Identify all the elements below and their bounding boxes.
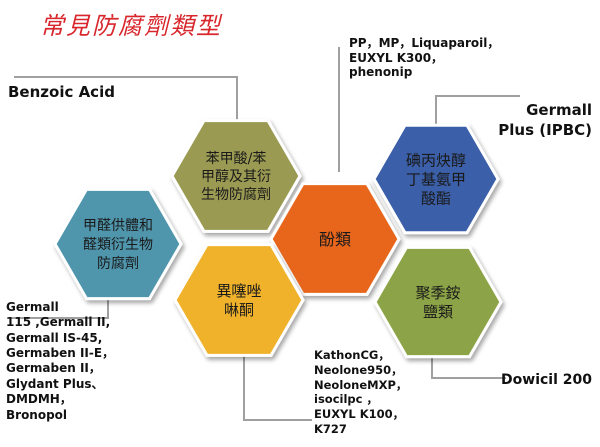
- hexagon-label: 苯甲酸/苯: [206, 150, 267, 167]
- label-line: Germaben II，: [6, 361, 101, 376]
- label-formaldehyde-examples: Germall 115 ,Germall II, Germall IS-45, …: [6, 300, 114, 423]
- label-dowicil: Dowicil 200: [501, 372, 592, 389]
- hexagon-label: 聚季銨: [415, 284, 460, 302]
- hexagon-shape: [269, 182, 401, 296]
- label-isothiazolinone-examples: KathonCG， Neolone950， NeoloneMXP， isocil…: [314, 348, 407, 437]
- hexagon-label: 丁基氨甲: [406, 170, 466, 188]
- hexagon-label: 異噻唑: [216, 282, 261, 300]
- connector-line: [10, 300, 109, 319]
- label-line: Benzoic Acid: [8, 83, 115, 101]
- hexagon-label: 酚類: [319, 230, 351, 249]
- hexagon-shape: [173, 243, 305, 357]
- label-line: 115 ,Germall II,: [6, 315, 111, 330]
- hexagon-shape: [170, 119, 302, 233]
- label-line: Germall: [6, 300, 59, 314]
- label-line: EUXYL K100，: [314, 407, 405, 422]
- connector-line: [435, 95, 520, 127]
- hexagon-label: 啉酮: [224, 301, 254, 319]
- label-line: NeoloneMXP，: [314, 377, 408, 392]
- label-line: Glydant Plus、: [6, 376, 104, 391]
- hexagon-phenol: 酚類: [269, 182, 401, 296]
- label-line: KathonCG，: [314, 348, 390, 362]
- hexagon-label: 生物防腐劑: [201, 186, 271, 203]
- label-germall-plus: Germall Plus (IPBC): [498, 101, 592, 140]
- label-phenol-examples: PP，MP，Liquaparoil， EUXYL K300， phenonip: [349, 36, 499, 80]
- hexagon-shape: [53, 187, 183, 301]
- hexagon-label: 酸酯: [421, 189, 451, 207]
- hexagon-label: 鹽類: [423, 303, 453, 321]
- hexagon-label: 碘丙炔醇: [406, 151, 466, 169]
- label-line: PP，MP，Liquaparoil，: [349, 36, 500, 50]
- label-line: EUXYL K300，: [349, 50, 444, 65]
- hexagon-shape: [373, 245, 503, 359]
- label-benzoic-acid: Benzoic Acid: [8, 83, 115, 101]
- label-line: K727: [314, 422, 347, 437]
- hexagon-shape: [372, 123, 500, 235]
- label-line: Dowicil 200: [501, 372, 592, 388]
- hexagon-label: 防腐劑: [97, 255, 139, 272]
- page-title: 常見防腐劑類型: [40, 12, 222, 40]
- label-line: Neolone950，: [314, 362, 403, 377]
- hexagon-label: 甲醇及其衍: [201, 168, 271, 185]
- hexagon-label: 醛類衍生物: [83, 237, 153, 253]
- label-line: Germaben II-E，: [6, 346, 115, 361]
- label-line: Germall IS-45,: [6, 330, 103, 345]
- label-line: isocilpc ，: [314, 392, 378, 407]
- hexagon-label: 甲醛供體和: [83, 218, 153, 234]
- label-line: Bronopol: [6, 407, 68, 422]
- connector-line: [14, 76, 238, 125]
- label-line: DMDMH，: [6, 392, 72, 407]
- label-line: phenonip: [349, 65, 413, 80]
- label-line: Germall: [526, 101, 592, 119]
- label-line: Plus (IPBC): [498, 120, 592, 139]
- hexagon-group: 苯甲酸/苯甲醇及其衍生物防腐劑酚類碘丙炔醇丁基氨甲酸酯甲醛供體和醛類衍生物防腐劑…: [53, 119, 503, 359]
- connector-line: [243, 350, 312, 421]
